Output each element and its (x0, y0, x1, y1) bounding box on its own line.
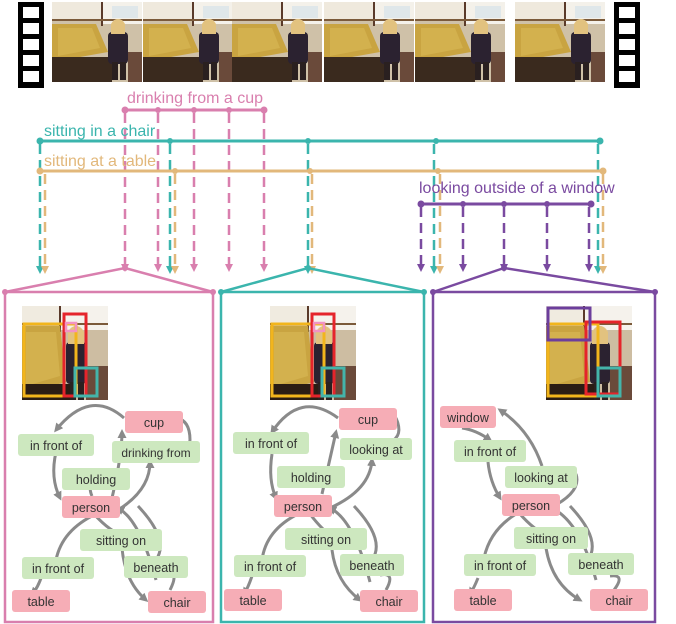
bbox-person (584, 320, 622, 396)
node-sitting-on: sitting on (301, 533, 351, 547)
timeline-sitting-table: sitting at a table (36, 153, 607, 274)
video-frame-1 (51, 1, 143, 83)
node-sitting-on: sitting on (96, 534, 146, 548)
node-table: table (239, 594, 266, 608)
node-in-front-of: in front of (464, 445, 517, 459)
node-in-front-of: in front of (474, 559, 527, 573)
bbox-table (546, 322, 600, 398)
node-table: table (469, 594, 496, 608)
node-cup: cup (144, 416, 164, 430)
panel-connectors (2, 265, 658, 295)
node-person: person (512, 499, 550, 513)
bbox-cup (64, 321, 78, 333)
panel-2-content: cup in front of looking at holding perso… (224, 305, 418, 612)
action-label-sitting-chair: sitting in a chair (44, 123, 156, 140)
bbox-chair (73, 366, 99, 398)
panel-drinking (3, 290, 215, 624)
node-chair: chair (605, 594, 632, 608)
node-drinking-from: drinking from (121, 446, 190, 460)
node-beneath: beneath (349, 559, 394, 573)
node-holding: holding (291, 471, 331, 485)
node-table: table (27, 595, 54, 609)
video-frame-6 (514, 1, 606, 83)
node-chair: chair (375, 595, 402, 609)
bbox-cup (312, 321, 326, 333)
video-film-strip (18, 1, 640, 88)
node-beneath: beneath (133, 561, 178, 575)
action-label-drinking: drinking from a cup (127, 90, 263, 107)
node-looking-at: looking at (349, 443, 403, 457)
timeline-looking: looking outside of a window (417, 180, 615, 272)
node-in-front-of: in front of (245, 437, 298, 451)
video-frame-4 (323, 1, 415, 83)
bbox-window (546, 306, 592, 342)
video-frame-3 (231, 1, 323, 83)
video-frame-5 (414, 1, 506, 83)
node-in-front-of: in front of (244, 560, 297, 574)
action-label-sitting-table: sitting at a table (44, 153, 156, 170)
node-in-front-of: in front of (30, 439, 83, 453)
bbox-chair (596, 366, 622, 398)
timeline-drinking: drinking from a cup (121, 90, 268, 272)
timeline-sitting-chair: sitting in a chair (36, 123, 604, 274)
node-sitting-on: sitting on (526, 532, 576, 546)
node-looking-at: looking at (514, 471, 568, 485)
node-chair: chair (163, 596, 190, 610)
node-beneath: beneath (578, 558, 623, 572)
node-person: person (72, 501, 110, 515)
panel-sitting (219, 290, 426, 624)
panel-3-content: window in front of looking at person sit… (440, 305, 648, 611)
node-holding: holding (76, 473, 116, 487)
bbox-chair (320, 366, 346, 398)
bbox-table (22, 322, 78, 398)
video-frame-2 (142, 1, 234, 83)
panel-1-content: cup in front of drinking from holding pe… (12, 305, 206, 613)
bbox-table (270, 322, 326, 398)
panel-looking (431, 290, 657, 624)
node-in-front-of: in front of (32, 562, 85, 576)
node-cup: cup (358, 413, 378, 427)
node-person: person (284, 500, 322, 514)
film-sprocket-right (614, 2, 640, 88)
action-label-looking: looking outside of a window (419, 180, 615, 197)
node-window: window (446, 411, 490, 425)
film-sprocket-left (18, 2, 44, 88)
